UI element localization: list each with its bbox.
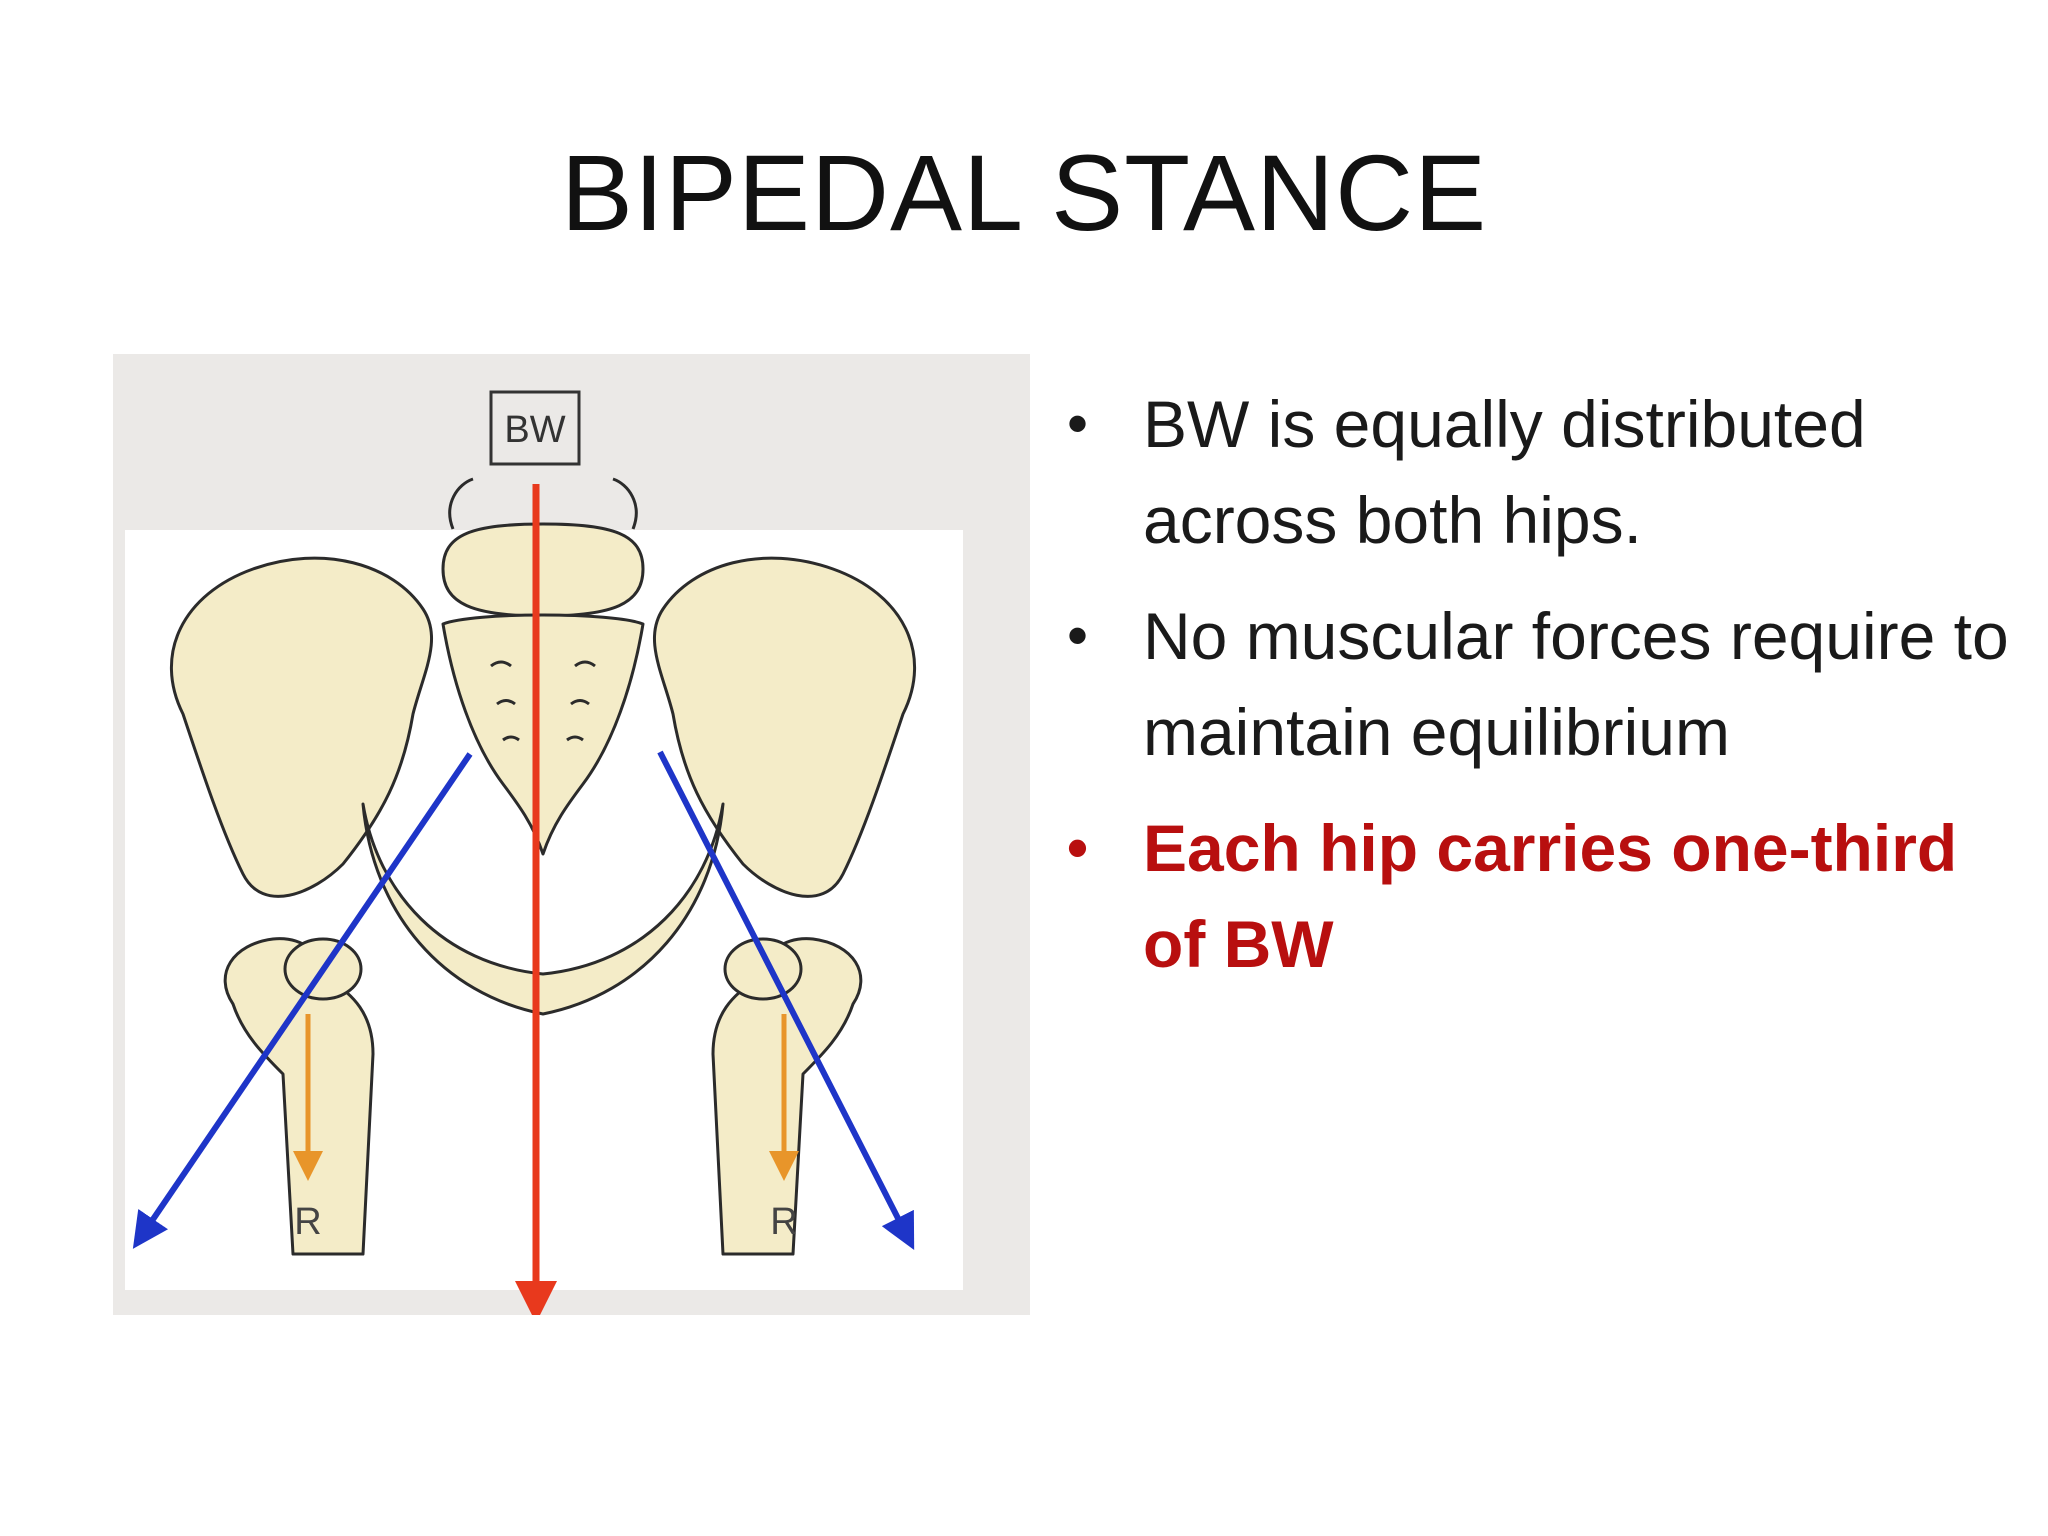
sacral-foramina (490, 660, 596, 742)
reaction-label-right: R (770, 1201, 797, 1243)
bullet-list: • BW is equally distributed across both … (1063, 376, 2023, 1012)
reaction-label-left: R (294, 1201, 321, 1243)
bullet-text: No muscular forces require to maintain e… (1143, 599, 2009, 769)
bullet-item: • No muscular forces require to maintain… (1063, 588, 2023, 780)
bullet-text: BW is equally distributed across both hi… (1143, 387, 1866, 557)
body-weight-label: BW (504, 409, 565, 451)
bullet-item-emphasis: • Each hip carries one-third of BW (1063, 800, 2023, 992)
bullet-marker: • (1067, 814, 1089, 881)
pelvis-illustration-icon: BW R R (113, 354, 1030, 1315)
slide-title: BIPEDAL STANCE (560, 132, 1488, 253)
bullet-item: • BW is equally distributed across both … (1063, 376, 2023, 568)
bullet-text: Each hip carries one-third of BW (1143, 811, 1958, 981)
pelvis-bones (169, 477, 917, 1256)
left-blue-force-arrow-icon (132, 752, 473, 1249)
bullet-marker: • (1067, 602, 1089, 669)
body-weight-label-box (489, 390, 581, 466)
bullet-marker: • (1067, 390, 1089, 457)
pelvis-figure: BW R R (113, 354, 1030, 1315)
right-blue-force-arrow-icon (657, 750, 915, 1251)
